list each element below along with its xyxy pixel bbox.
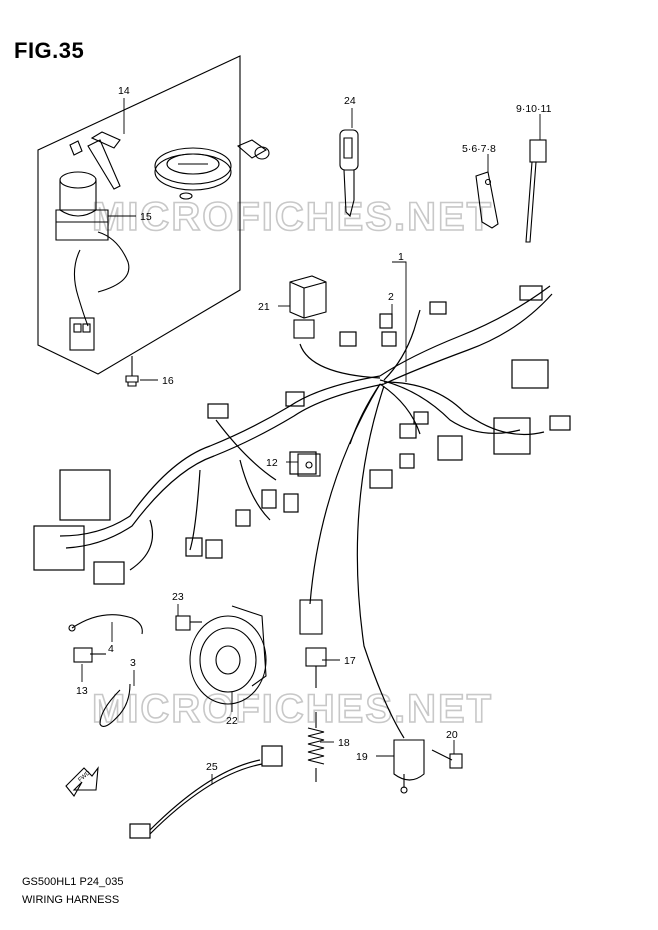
relay-21 bbox=[289, 275, 327, 339]
screw-13 bbox=[73, 647, 106, 663]
clamp-5-8 bbox=[475, 171, 499, 229]
clamp-4 bbox=[68, 614, 143, 635]
callout-15: 15 bbox=[140, 211, 152, 223]
callout-24: 24 bbox=[344, 95, 356, 107]
lead-wire-25 bbox=[149, 759, 263, 835]
callout-16: 16 bbox=[162, 375, 174, 387]
figure-code: GS500HL1 P24_035 bbox=[22, 876, 124, 888]
sensor-19 bbox=[393, 739, 425, 794]
main-wiring-harness bbox=[33, 285, 571, 839]
ignition-switch-set bbox=[37, 55, 270, 375]
clamp-3 bbox=[99, 683, 131, 727]
callout-23: 23 bbox=[172, 591, 184, 603]
callout-1: 1 bbox=[398, 251, 404, 263]
horn-22 bbox=[189, 605, 267, 705]
callout-5-6-7-8: 5·6·7·8 bbox=[462, 143, 496, 155]
callout-13: 13 bbox=[76, 685, 88, 697]
callout-21: 21 bbox=[258, 301, 270, 313]
callout-14: 14 bbox=[118, 85, 130, 97]
watermark-bottom: MICROFICHES.NET bbox=[92, 687, 493, 731]
spring-18 bbox=[307, 712, 325, 782]
callout-2: 2 bbox=[388, 291, 394, 303]
figure-title: FIG.35 bbox=[14, 38, 85, 63]
bolt-20 bbox=[431, 749, 463, 769]
callout-4: 4 bbox=[108, 643, 114, 655]
callout-9-10-11: 9·10·11 bbox=[516, 103, 552, 115]
callout-3: 3 bbox=[130, 657, 136, 669]
watermark-top: MICROFICHES.NET bbox=[92, 195, 493, 239]
callout-20: 20 bbox=[446, 729, 458, 741]
callout-17: 17 bbox=[344, 655, 356, 667]
figure-caption: WIRING HARNESS bbox=[22, 894, 120, 906]
connector-12 bbox=[297, 453, 321, 477]
callout-22: 22 bbox=[226, 715, 238, 727]
callout-18: 18 bbox=[338, 737, 350, 749]
callout-25: 25 bbox=[206, 761, 218, 773]
switch-17 bbox=[299, 599, 327, 688]
screw-16 bbox=[125, 356, 139, 387]
callout-12: 12 bbox=[266, 457, 278, 469]
leader-lines bbox=[81, 98, 541, 784]
key-24 bbox=[339, 129, 359, 218]
screw-23 bbox=[175, 615, 202, 631]
cable-tie-9-11 bbox=[525, 139, 547, 243]
callout-19: 19 bbox=[356, 751, 368, 763]
fwd-arrow-icon: FWD bbox=[65, 766, 99, 797]
